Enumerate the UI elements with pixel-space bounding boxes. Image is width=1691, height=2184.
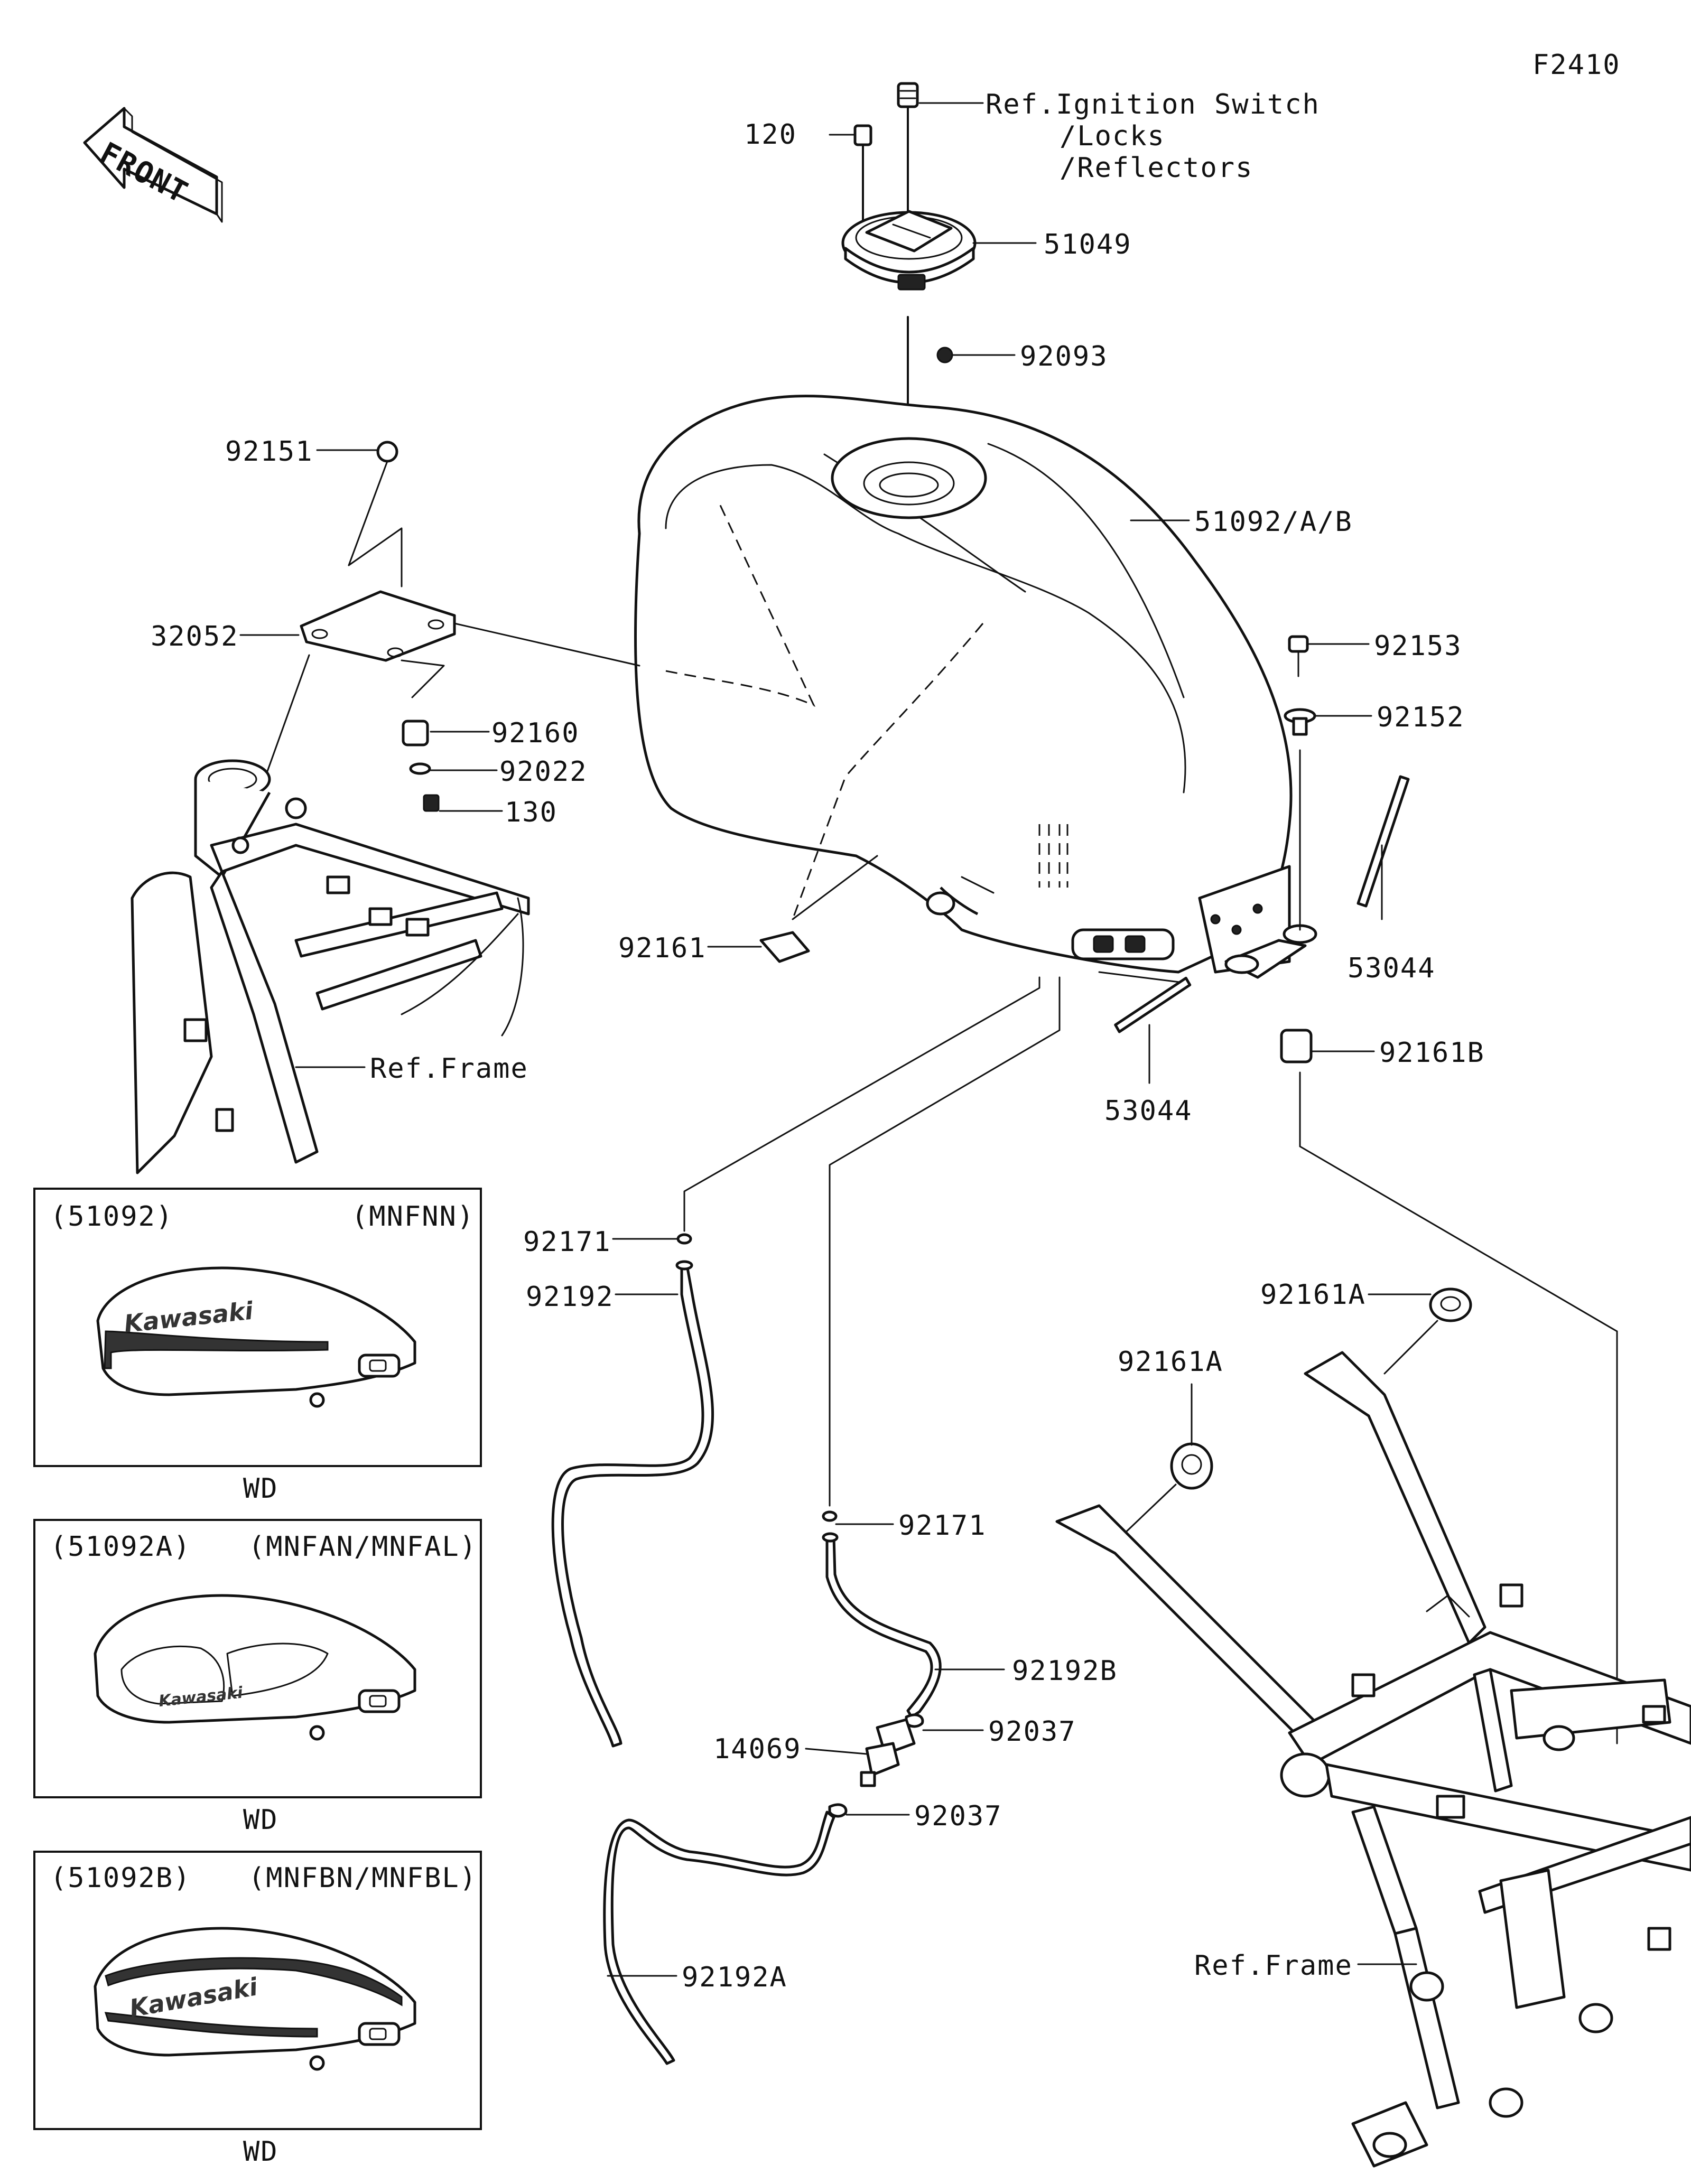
label-ref-frame-top: Ref.Frame [370,1053,528,1085]
label-32052: 32052 [151,621,239,652]
label-92151: 92151 [225,436,313,468]
label-51092: 51092/A/B [1194,506,1353,538]
tank-rear-mount-parts [759,635,1618,1744]
label-92037-a: 92037 [988,1716,1076,1748]
label-51049: 51049 [1044,229,1132,260]
variant-color: WD [243,2136,278,2168]
label-130: 130 [505,797,558,828]
hose-assembly [551,976,1061,2065]
variant-box-51092B: (51092B) (MNFBN/MNFBL) Kawasaki WD [33,1851,482,2168]
label-92171-b: 92171 [898,1510,987,1542]
variant-part: (51092) [50,1201,173,1233]
label-ref-frame-bottom: Ref.Frame [1194,1950,1353,1982]
fuel-tank [634,395,1317,984]
label-92160: 92160 [491,717,580,749]
frame-head-reference [131,759,530,1174]
variant-box-51092: (51092) (MNFNN) Kawasaki WD [33,1188,482,1505]
variant-part: (51092A) [50,1531,191,1563]
label-92192: 92192 [526,1281,614,1313]
label-92152: 92152 [1377,702,1465,733]
label-92171-a: 92171 [523,1226,611,1258]
label-92161B: 92161B [1379,1037,1485,1069]
label-53044-mid: 53044 [1104,1095,1193,1127]
front-arrow-icon: FRONT [83,107,223,223]
variant-codes: (MNFAN/MNFAL) [248,1531,477,1563]
variant-color: WD [243,1804,278,1836]
label-ref-ignition-2: /Locks [1060,120,1165,152]
variant-box-51092A: (51092A) (MNFAN/MNFAL) Kawasaki WD [33,1519,482,1836]
label-120: 120 [744,119,797,151]
variant-codes: (MNFNN) [351,1201,475,1233]
label-92161A-a: 92161A [1260,1279,1366,1311]
variant-codes: (MNFBN/MNFBL) [248,1862,477,1894]
label-92093: 92093 [1020,341,1108,372]
diagram-code: F2410 [1532,49,1621,81]
frame-reference [1055,1287,1691,2168]
label-92161A-b: 92161A [1118,1346,1223,1378]
label-92022: 92022 [499,756,588,788]
label-14069: 14069 [713,1733,802,1765]
label-92161: 92161 [618,932,707,964]
label-ref-ignition-3: /Reflectors [1060,152,1253,184]
label-92037-b: 92037 [914,1800,1002,1832]
variant-color: WD [243,1473,278,1505]
tank-bracket-group [247,441,640,825]
label-53044-right: 53044 [1348,953,1436,984]
label-92192A: 92192A [682,1962,787,1993]
variant-part: (51092B) [50,1862,191,1894]
label-ref-ignition-1: Ref.Ignition Switch [986,89,1320,120]
label-92153: 92153 [1374,630,1462,662]
label-92192B: 92192B [1012,1655,1118,1687]
